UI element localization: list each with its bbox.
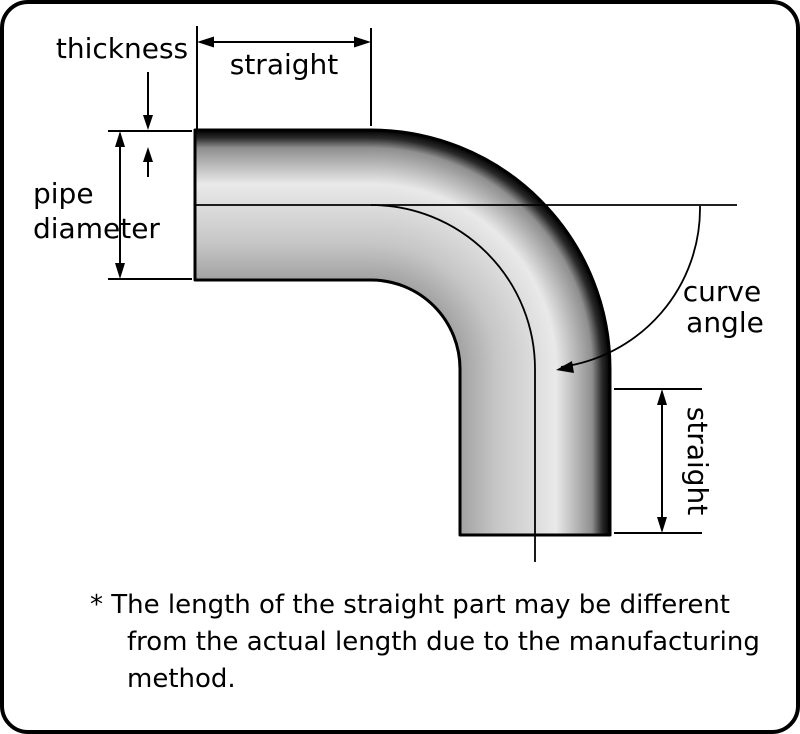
straight-right-arrow-bottom-head — [657, 517, 667, 533]
pipe-centerlines — [195, 204, 737, 562]
thickness-arrow-down-head — [143, 115, 153, 130]
footnote-line-1: * The length of the straight part may be… — [90, 590, 730, 620]
dim-straight-top — [196, 26, 372, 129]
curve-angle-label-line1: curve — [683, 275, 761, 308]
curve-angle-arc — [560, 205, 701, 368]
pipe-diameter-arrow-bottom-head — [115, 263, 125, 279]
dim-thickness — [143, 72, 153, 177]
straight-top-label: straight — [230, 48, 339, 81]
dim-straight-right — [614, 388, 702, 534]
pipe-diameter-label-line1: pipe — [33, 177, 94, 210]
curve-angle-label-line2: angle — [686, 306, 764, 339]
dim-curve-angle — [556, 205, 701, 373]
straight-right-arrow-top-head — [657, 389, 667, 405]
footnote-line-2: from the actual length due to the manufa… — [127, 627, 760, 657]
pipe-diameter-arrow-top-head — [115, 131, 125, 147]
footnote: * The length of the straight part may be… — [90, 590, 760, 694]
straight-top-arrow-right-head — [354, 36, 371, 48]
thickness-arrow-up-head — [143, 147, 153, 162]
pipe-bend-section — [371, 130, 610, 369]
footnote-line-3: method. — [127, 664, 236, 694]
straight-right-label: straight — [681, 407, 714, 516]
thickness-label: thickness — [56, 32, 188, 65]
pipe-elbow — [193, 128, 612, 537]
dim-pipe-diameter — [108, 130, 192, 280]
curve-angle-arrow-head — [556, 361, 574, 373]
pipe-outline — [193, 128, 612, 537]
straight-top-arrow-left-head — [197, 36, 214, 48]
centerline-bend — [370, 204, 536, 370]
pipe-diameter-label-line2: diameter — [33, 212, 160, 245]
